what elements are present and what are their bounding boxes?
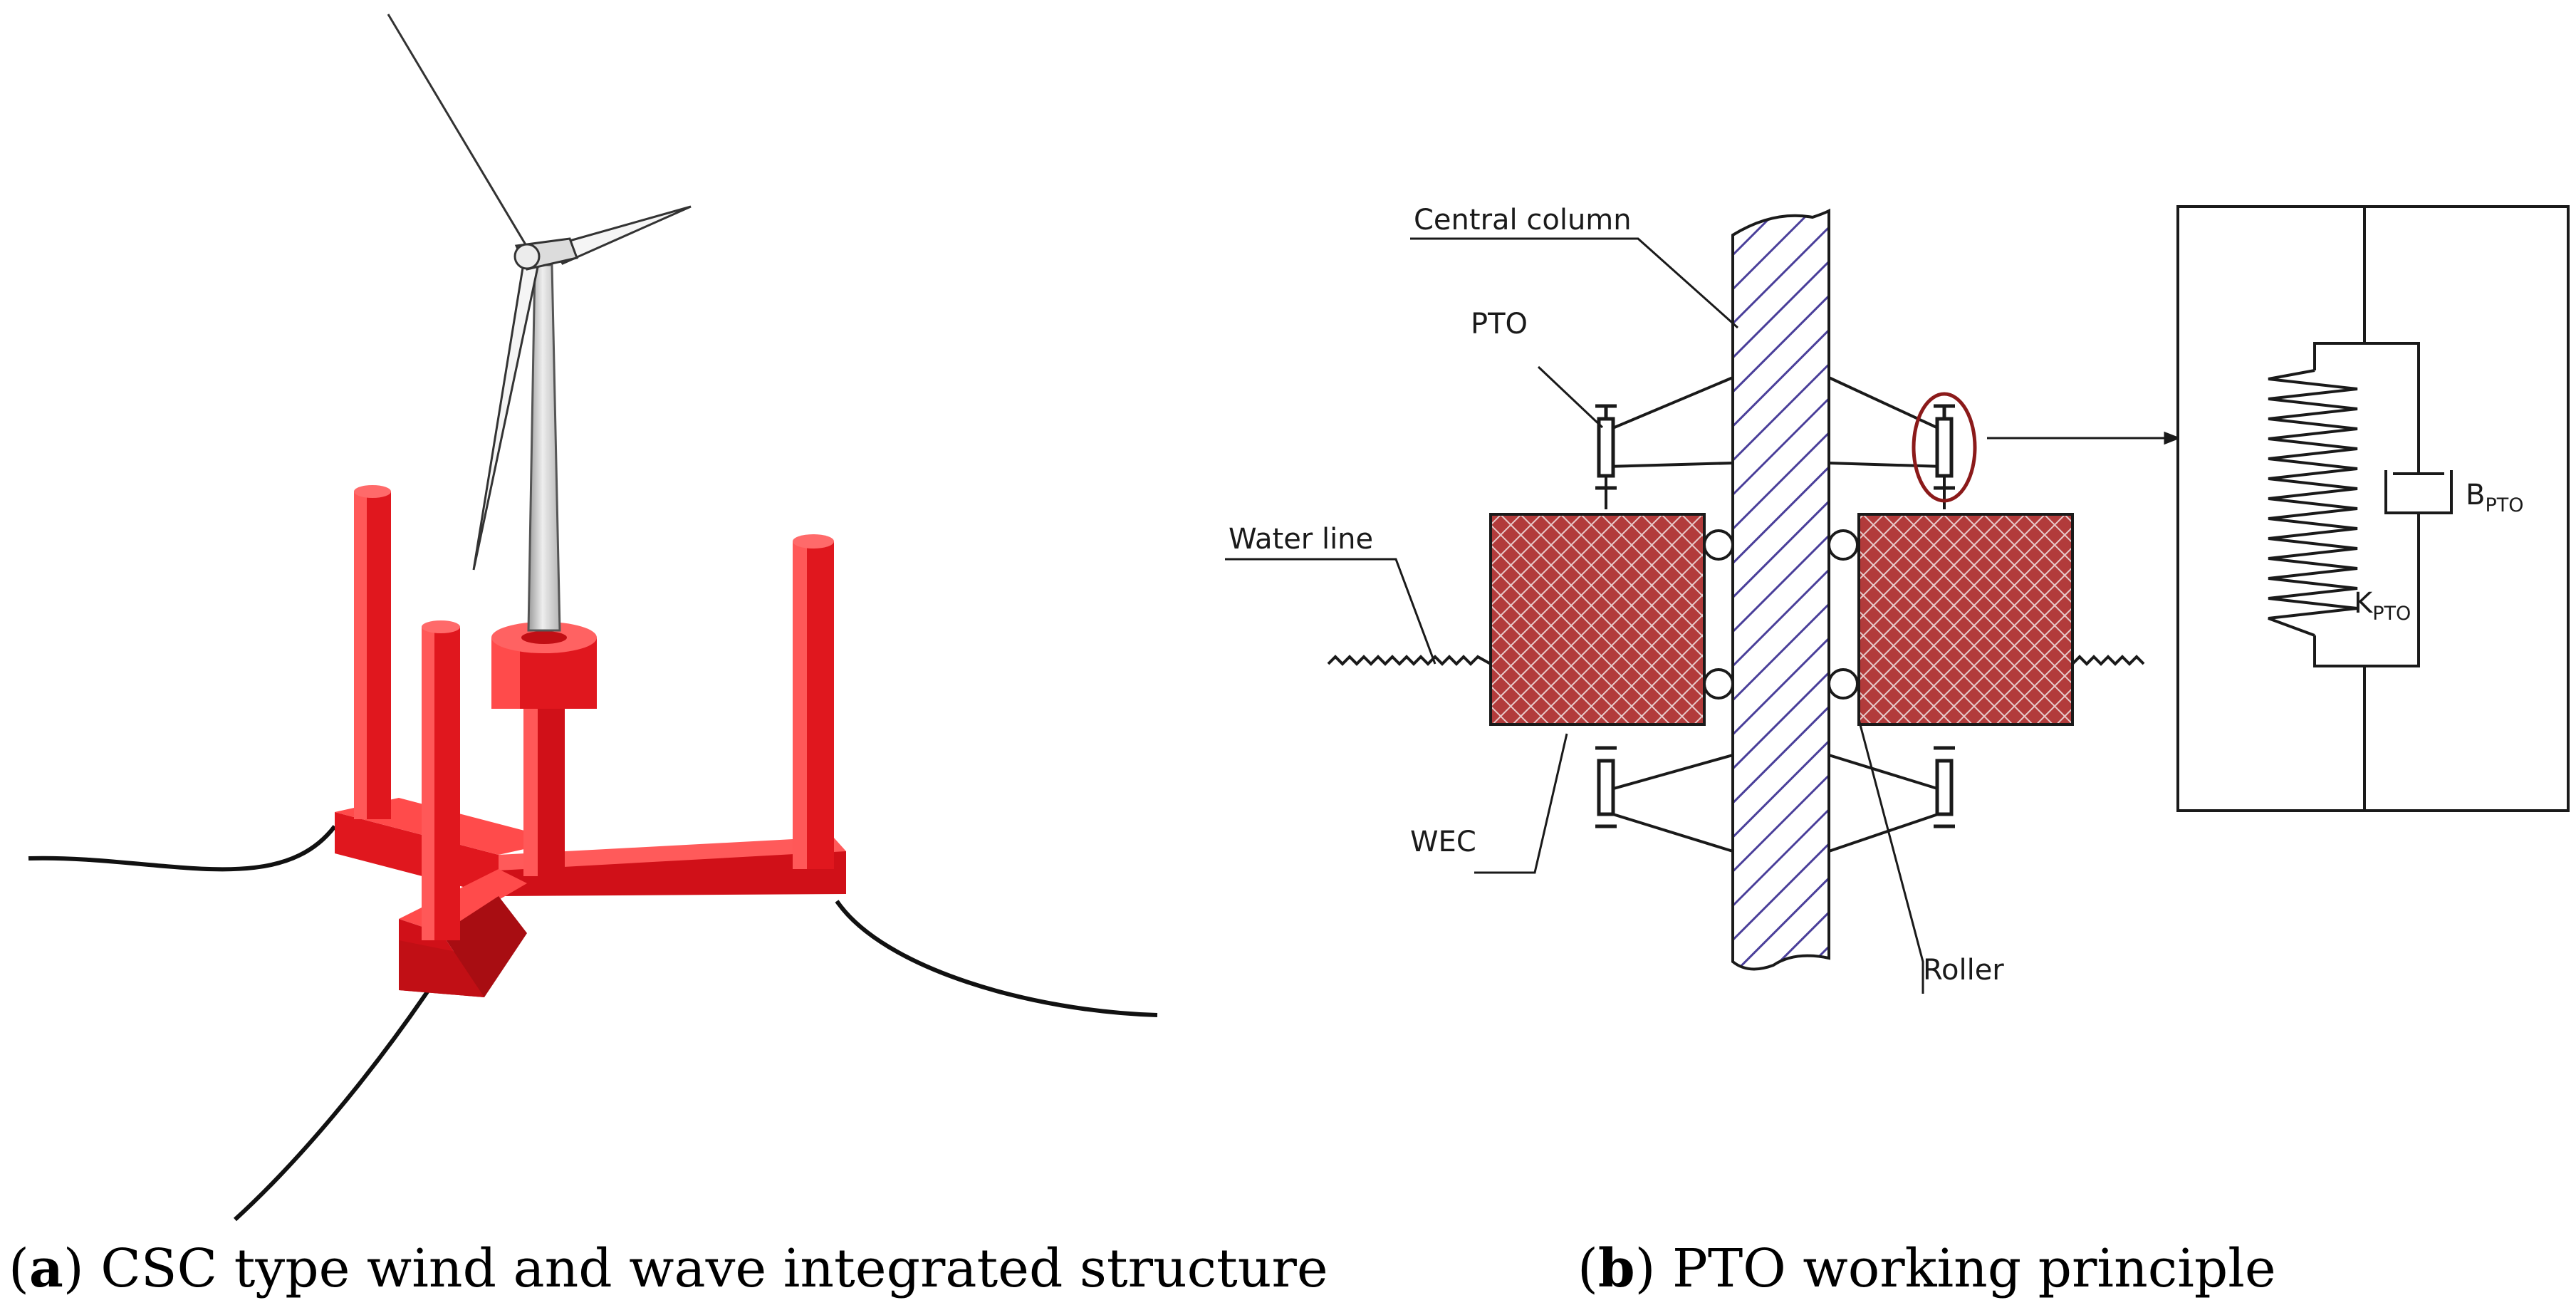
turbine-tower — [527, 264, 561, 632]
turbine-blade-down — [472, 262, 539, 571]
water-line-right — [2071, 655, 2145, 666]
label-pto: PTO — [1471, 308, 1528, 341]
pto-model-box: BPTO KPTO — [2176, 205, 2570, 812]
mooring-line-front — [233, 985, 433, 1222]
panel-a-illustration — [28, 14, 1158, 1222]
caption-panel-b: (b) PTO working principle — [1578, 1238, 2276, 1299]
roller-circle — [1827, 529, 1859, 561]
wind-turbine — [387, 14, 692, 632]
mooring-line-left — [28, 825, 337, 872]
wec-block-left — [1489, 513, 1706, 726]
roller-circle — [1703, 668, 1734, 700]
damper-symbol — [2384, 470, 2453, 520]
side-column-right — [793, 534, 834, 869]
label-roller: Roller — [1923, 954, 2004, 987]
leader-lines — [1225, 237, 2181, 994]
pto-cylinder — [1595, 404, 1617, 490]
label-wec: WEC — [1410, 826, 1476, 858]
turbine-hub — [513, 243, 541, 270]
turbine-blade-up — [387, 14, 532, 254]
label-k-pto: KPTO — [2354, 587, 2411, 625]
caption-text-b: PTO working principle — [1655, 1238, 2276, 1299]
label-central-column: Central column — [1414, 204, 1632, 236]
central-column-hatched — [1731, 208, 1830, 971]
caption-panel-a: (a) CSC type wind and wave integrated st… — [9, 1238, 1328, 1299]
roller-circle — [1703, 529, 1734, 561]
pto-cylinders — [1595, 404, 1955, 828]
label-b-pto: BPTO — [2466, 479, 2523, 516]
caption-letter-a: a — [28, 1238, 63, 1299]
caption-text-a: CSC type wind and wave integrated struct… — [83, 1238, 1328, 1299]
label-water-line: Water line — [1229, 523, 1373, 556]
spring-symbol — [2268, 369, 2358, 637]
caption-letter-b: b — [1597, 1238, 1635, 1299]
water-line-left — [1327, 655, 1491, 666]
central-column — [491, 622, 597, 876]
pto-cylinder — [1595, 746, 1617, 828]
pto-highlight-circle — [1912, 392, 1977, 503]
side-column-left — [354, 485, 391, 819]
pto-cylinder — [1934, 746, 1955, 828]
pto-cylinder — [1934, 404, 1955, 490]
roller-circle — [1827, 668, 1859, 700]
rollers — [1703, 529, 1859, 700]
panel-b-diagram: Central column PTO Water line WEC Roller… — [1225, 204, 2570, 994]
side-column-front — [422, 620, 460, 940]
pontoons — [335, 798, 846, 997]
wec-block-right — [1857, 513, 2074, 726]
mooring-line-right — [835, 900, 1158, 1017]
